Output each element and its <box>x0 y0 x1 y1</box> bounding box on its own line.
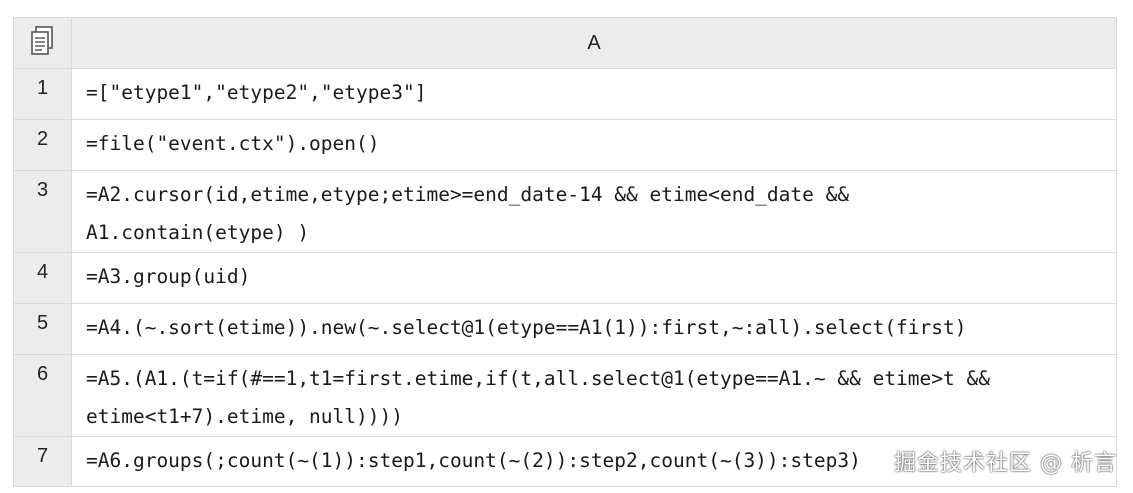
table-row: 2 =file("event.ctx").open() <box>13 119 1117 171</box>
formula-cell[interactable]: =["etype1","etype2","etype3"] <box>71 68 1117 120</box>
watermark: 掘金技术社区 @ 析言 <box>894 451 1117 476</box>
copy-document-icon <box>30 26 53 55</box>
row-number[interactable]: 7 <box>13 436 72 487</box>
row-number[interactable]: 1 <box>13 68 72 120</box>
row-number[interactable]: 5 <box>13 303 72 355</box>
row-number[interactable]: 4 <box>13 252 72 304</box>
formula-cell[interactable]: =A4.(~.sort(etime)).new(~.select@1(etype… <box>71 303 1117 355</box>
table-row: 5 =A4.(~.sort(etime)).new(~.select@1(ety… <box>13 303 1117 355</box>
row-number[interactable]: 2 <box>13 119 72 171</box>
column-header-a[interactable]: A <box>71 17 1117 69</box>
formula-cell[interactable]: =A2.cursor(id,etime,etype;etime>=end_dat… <box>71 170 1117 253</box>
formula-cell[interactable]: =A6.groups(;count(~(1)):step1,count(~(2)… <box>71 436 1117 487</box>
table-row: 1 =["etype1","etype2","etype3"] <box>13 68 1117 120</box>
table-row: 7 =A6.groups(;count(~(1)):step1,count(~(… <box>13 436 1117 487</box>
table-row: 3 =A2.cursor(id,etime,etype;etime>=end_d… <box>13 170 1117 253</box>
formula-cell[interactable]: =A5.(A1.(t=if(#==1,t1=first.etime,if(t,a… <box>71 354 1117 437</box>
row-number[interactable]: 6 <box>13 354 72 437</box>
formula-cell[interactable]: =file("event.ctx").open() <box>71 119 1117 171</box>
select-all-corner[interactable] <box>13 17 72 69</box>
spreadsheet-grid: A 1 =["etype1","etype2","etype3"] 2 =fil… <box>13 17 1117 487</box>
formula-cell[interactable]: =A3.group(uid) <box>71 252 1117 304</box>
table-row: 6 =A5.(A1.(t=if(#==1,t1=first.etime,if(t… <box>13 354 1117 437</box>
table-row: 4 =A3.group(uid) <box>13 252 1117 304</box>
row-number[interactable]: 3 <box>13 170 72 253</box>
